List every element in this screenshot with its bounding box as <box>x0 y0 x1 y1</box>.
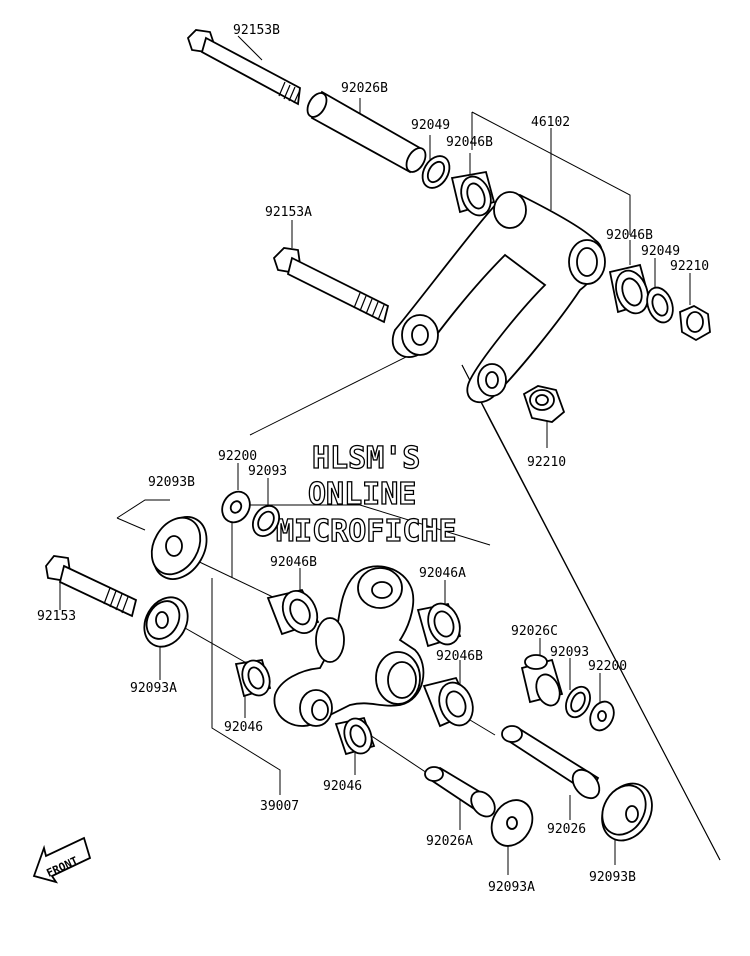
bolt-92153A <box>272 247 390 324</box>
label-92153: 92153 <box>37 609 76 624</box>
collar-92026 <box>501 725 601 800</box>
label-92049-right: 92049 <box>641 244 680 259</box>
bearing-92046B-mid <box>266 588 320 636</box>
label-92046B-right: 92046B <box>606 228 653 243</box>
washer-92200-right <box>589 700 615 732</box>
watermark-line-1: HLSM'S <box>312 441 420 476</box>
label-92026: 92026 <box>547 822 586 837</box>
bolt-92153B <box>186 29 301 106</box>
label-92153A: 92153A <box>265 205 312 220</box>
watermark: HLSM'S ONLINE MICROFICHE <box>275 440 457 549</box>
watermark-line-3: MICROFICHE <box>276 514 457 549</box>
cap-92093B-left <box>150 516 208 580</box>
seal-92093-left <box>251 505 281 537</box>
label-92046-left-low: 92046 <box>224 720 263 735</box>
label-92200-left: 92200 <box>218 449 257 464</box>
label-92046B-mid: 92046B <box>270 555 317 570</box>
bearing-92046B-right <box>608 263 652 315</box>
label-92046B-top: 92046B <box>446 135 493 150</box>
label-46102: 46102 <box>531 115 570 130</box>
watermark-line-2: ONLINE <box>308 477 416 512</box>
front-arrow: FRONT <box>32 836 92 884</box>
part-labels: 92153B 92026B 92049 46102 92046B 92153A … <box>37 23 709 895</box>
label-39007: 39007 <box>260 799 299 814</box>
nut-92210-lower <box>522 385 566 423</box>
rocker-arm-39007 <box>273 565 425 727</box>
collar-92026A <box>424 766 496 818</box>
seal-92049-right <box>646 286 674 324</box>
collar-92026C <box>520 654 564 707</box>
bearing-92046B-mid-lower <box>422 676 474 728</box>
label-92153B: 92153B <box>233 23 280 38</box>
leader-lines <box>59 35 721 875</box>
label-92046B-mid-lower: 92046B <box>436 649 483 664</box>
label-92093-left: 92093 <box>248 464 287 479</box>
bearing-92046-left-low <box>234 658 272 698</box>
tie-rod-46102 <box>392 191 606 404</box>
seal-92093-small <box>565 685 591 719</box>
nut-92210-right <box>679 304 711 342</box>
label-92026A: 92026A <box>426 834 473 849</box>
bolt-92153 <box>45 555 138 618</box>
washer-92200-left <box>221 490 251 524</box>
bearing-92046A <box>416 602 462 648</box>
cap-92093B-bottom <box>601 782 653 842</box>
label-92210-right: 92210 <box>670 259 709 274</box>
seal-92049-top <box>421 155 451 189</box>
label-92026B: 92026B <box>341 81 388 96</box>
label-92049-top: 92049 <box>411 118 450 133</box>
label-92210-lower: 92210 <box>527 455 566 470</box>
label-92026C: 92026C <box>511 624 558 639</box>
label-92093B-left: 92093B <box>148 475 195 490</box>
bearing-92046-low <box>334 716 376 756</box>
bearing-92046B-top <box>450 170 496 217</box>
label-92046A: 92046A <box>419 566 466 581</box>
label-92046-low: 92046 <box>323 779 362 794</box>
collar-92026B <box>306 90 427 174</box>
label-92200-right: 92200 <box>588 659 627 674</box>
label-92093A-bottom: 92093A <box>488 880 535 895</box>
label-92093A-left: 92093A <box>130 681 177 696</box>
cap-92093A-bottom <box>490 799 534 847</box>
label-92093B-bottom: 92093B <box>589 870 636 885</box>
cap-92093A-left <box>143 596 189 648</box>
label-92093-small: 92093 <box>550 645 589 660</box>
